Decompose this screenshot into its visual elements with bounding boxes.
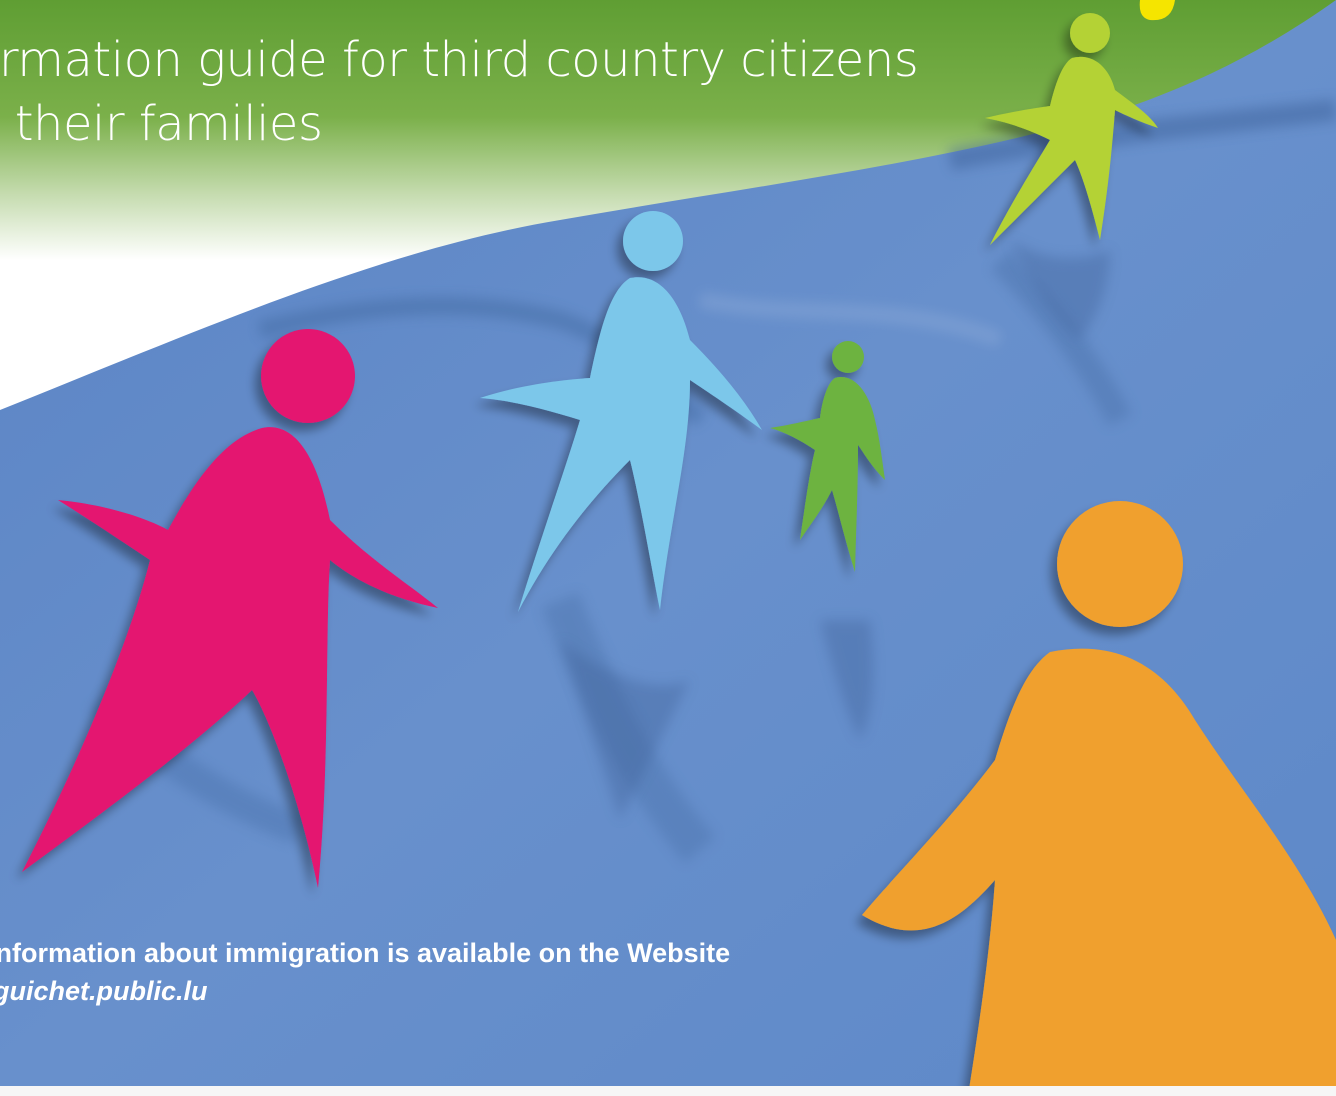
title-fragment-mark — [1139, 0, 1175, 21]
lime-person-icon — [985, 13, 1158, 245]
subtitle-line-1: ormation guide for third country citizen… — [0, 32, 919, 88]
figure-reflections — [560, 240, 1110, 820]
subtitle-line-2: d their families — [0, 96, 323, 152]
guide-subtitle: ormation guide for third country citizen… — [0, 28, 919, 156]
orange-person-icon — [862, 501, 1336, 1096]
magenta-person-icon — [22, 329, 438, 888]
website-info: information about immigration is availab… — [0, 934, 730, 1010]
info-text: information about immigration is availab… — [0, 938, 731, 968]
website-link[interactable]: v.guichet.public.lu — [0, 976, 208, 1006]
small-green-person-icon — [770, 341, 885, 572]
bottom-strip — [0, 1086, 1336, 1096]
light-blue-person-icon — [480, 211, 762, 612]
